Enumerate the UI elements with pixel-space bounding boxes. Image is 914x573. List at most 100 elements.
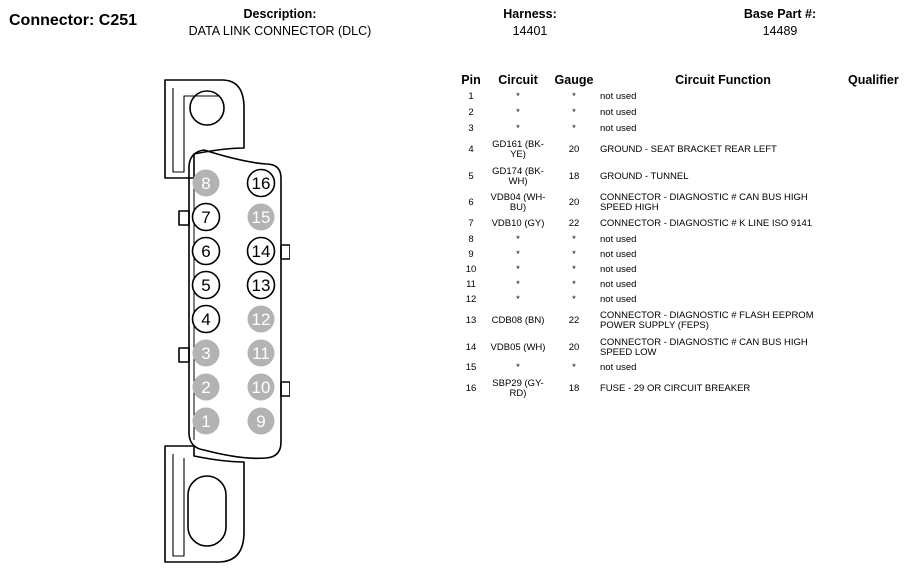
base-part-value: 14489	[762, 24, 798, 38]
row-function: CONNECTOR - DIAGNOSTIC # K LINE ISO 9141	[600, 217, 813, 229]
row-pin: 9	[468, 248, 474, 260]
table-row: 14 VDB05 (WH) 20 CONNECTOR - DIAGNOSTIC …	[458, 335, 910, 360]
top-mount-ear	[164, 79, 245, 179]
pin-1: 1	[192, 407, 220, 435]
pin-13: 13	[246, 270, 276, 300]
row-gauge: *	[572, 263, 576, 275]
pin-label: 2	[201, 378, 210, 397]
pin-10: 10	[247, 373, 275, 401]
pin-circle	[192, 407, 220, 435]
row-pin: 10	[465, 263, 477, 275]
pin-11: 11	[247, 339, 275, 367]
row-function: not used	[600, 107, 637, 118]
table-row: 7 VDB10 (GY) 22 CONNECTOR - DIAGNOSTIC #…	[458, 215, 910, 232]
row-function: CONNECTOR - DIAGNOSTIC # CAN BUS HIGH SP…	[600, 336, 808, 358]
row-gauge: *	[572, 293, 576, 305]
pin-9: 9	[247, 407, 275, 435]
row-circuit: VDB10 (GY)	[491, 217, 545, 229]
row-circuit: *	[516, 233, 520, 245]
row-function: not used	[600, 123, 637, 134]
base-part-block: Base Part #: 14489	[720, 7, 840, 40]
pin-label: 14	[252, 242, 271, 261]
pin-label: 10	[252, 378, 271, 397]
pin-3: 3	[192, 339, 220, 367]
pin-8: 8	[192, 169, 220, 197]
row-circuit: *	[516, 107, 520, 118]
row-pin: 11	[466, 278, 476, 290]
table-row: 4 GD161 (BK-YE) 20 GROUND - SEAT BRACKET…	[458, 137, 910, 163]
pin-label: 12	[252, 310, 271, 329]
harness-block: Harness: 14401	[470, 7, 590, 40]
row-circuit: *	[516, 248, 520, 260]
row-gauge: 22	[568, 315, 580, 326]
bottom-mount-ear	[164, 445, 245, 563]
table-row: 12 * * not used	[458, 292, 910, 307]
row-pin: 2	[468, 107, 474, 118]
pin-label: 9	[256, 412, 265, 431]
latch-tab-right-top	[280, 244, 290, 260]
row-circuit: *	[516, 263, 520, 275]
pin-circle	[246, 270, 276, 300]
table-row: 1 * * not used	[458, 89, 910, 105]
pin-label: 8	[201, 174, 210, 193]
pin-label: 1	[201, 412, 210, 431]
row-gauge: *	[572, 123, 576, 134]
row-gauge: 20	[568, 144, 580, 155]
table-row: 6 VDB04 (WH-BU) 20 CONNECTOR - DIAGNOSTI…	[458, 190, 910, 215]
table-row: 15 * * not used	[458, 360, 910, 375]
row-function: not used	[600, 263, 637, 275]
row-function: not used	[600, 293, 637, 305]
pin-circle	[191, 270, 221, 300]
latch-tab-left-bottom	[178, 347, 190, 363]
row-gauge: 20	[568, 341, 580, 353]
column-header-pin: Pin	[461, 73, 481, 87]
pin-label: 7	[201, 208, 210, 227]
table-row: 10 * * not used	[458, 262, 910, 277]
bottom-mount-ear-inner	[172, 454, 185, 557]
row-pin: 13	[465, 315, 477, 326]
row-pin: 5	[468, 170, 474, 182]
row-gauge: *	[572, 248, 576, 260]
row-circuit: VDB05 (WH)	[490, 341, 546, 353]
harness-label: Harness:	[503, 7, 557, 21]
connector-title: Connector: C251	[9, 12, 138, 29]
pin-circle	[192, 339, 220, 367]
row-gauge: 20	[568, 196, 580, 208]
table-row: 9 * * not used	[458, 247, 910, 262]
row-circuit: *	[516, 361, 520, 373]
pin-label: 15	[252, 208, 271, 227]
connector-body	[188, 149, 282, 460]
row-pin: 16	[465, 383, 477, 394]
row-function: not used	[600, 361, 637, 373]
pin-circle	[247, 305, 275, 333]
pin-label: 11	[252, 344, 270, 363]
pin-7: 7	[191, 202, 221, 232]
row-circuit: VDB04 (WH-BU)	[490, 191, 546, 213]
row-function: CONNECTOR - DIAGNOSTIC # CAN BUS HIGH SP…	[600, 191, 808, 213]
base-part-label: Base Part #:	[743, 7, 817, 21]
row-function: GROUND - SEAT BRACKET REAR LEFT	[600, 144, 777, 155]
row-function: not used	[600, 278, 637, 290]
row-circuit: SBP29 (GY-RD)	[492, 378, 544, 399]
table-row: 16 SBP29 (GY-RD) 18 FUSE - 29 OR CIRCUIT…	[458, 375, 910, 403]
table-row: 13 CDB08 (BN) 22 CONNECTOR - DIAGNOSTIC …	[458, 307, 910, 335]
row-pin: 12	[465, 293, 477, 305]
row-function: not used	[600, 248, 637, 260]
column-header-qualifier: Qualifier	[848, 73, 899, 87]
column-header-gauge: Gauge	[554, 73, 594, 87]
row-circuit: CDB08 (BN)	[491, 315, 545, 326]
pin-label: 4	[201, 310, 210, 329]
pin-4: 4	[191, 304, 221, 334]
column-header-circuit: Circuit	[498, 73, 538, 87]
pin-circle	[247, 339, 275, 367]
pin-15: 15	[247, 203, 275, 231]
table-row: 2 * * not used	[458, 105, 910, 121]
row-function: CONNECTOR - DIAGNOSTIC # FLASH EEPROM PO…	[600, 310, 814, 331]
pin-label: 5	[201, 276, 210, 295]
row-pin: 6	[468, 196, 474, 208]
description-label: Description:	[243, 7, 317, 21]
row-pin: 4	[468, 144, 474, 155]
latch-tab-left-top	[178, 210, 190, 226]
description-block: Description: DATA LINK CONNECTOR (DLC)	[160, 7, 400, 40]
